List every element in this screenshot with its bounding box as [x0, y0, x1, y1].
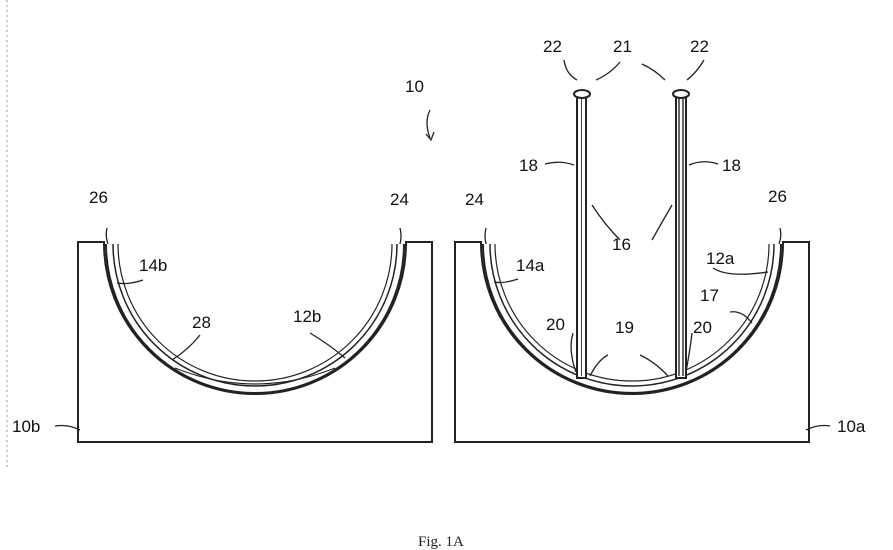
pin-right-head-22: [673, 90, 689, 98]
figure-caption: Fig. 1A: [418, 534, 464, 550]
label-20-right: 20: [693, 318, 712, 337]
label-14a: 14a: [516, 256, 545, 275]
label-28: 28: [192, 313, 211, 332]
label-24-right: 24: [465, 190, 484, 209]
label-12a: 12a: [706, 249, 735, 268]
label-26-left: 26: [89, 188, 108, 207]
label-12b: 12b: [293, 307, 321, 326]
label-10: 10: [405, 77, 424, 96]
label-22-right: 22: [690, 37, 709, 56]
label-20-left: 20: [546, 315, 565, 334]
pin-right-18: [673, 90, 689, 378]
label-26-right: 26: [768, 187, 787, 206]
label-17: 17: [700, 286, 719, 305]
block-10b: [78, 242, 432, 442]
label-14b: 14b: [139, 256, 167, 275]
label-18-left: 18: [519, 156, 538, 175]
label-18-right: 18: [722, 156, 741, 175]
block-10a: [455, 242, 809, 442]
label-10b: 10b: [12, 417, 40, 436]
leader-lines: [55, 60, 830, 430]
label-21: 21: [613, 37, 632, 56]
label-10a: 10a: [837, 417, 866, 436]
label-22-left: 22: [543, 37, 562, 56]
label-19: 19: [615, 318, 634, 337]
pin-left-18: [574, 90, 590, 378]
label-16: 16: [612, 235, 631, 254]
label-24-left: 24: [390, 190, 409, 209]
pin-left-head-22: [574, 90, 590, 98]
reference-labels: 10 22 21 22 18 18 16 26 24 24 26 14b 14a…: [12, 37, 866, 436]
